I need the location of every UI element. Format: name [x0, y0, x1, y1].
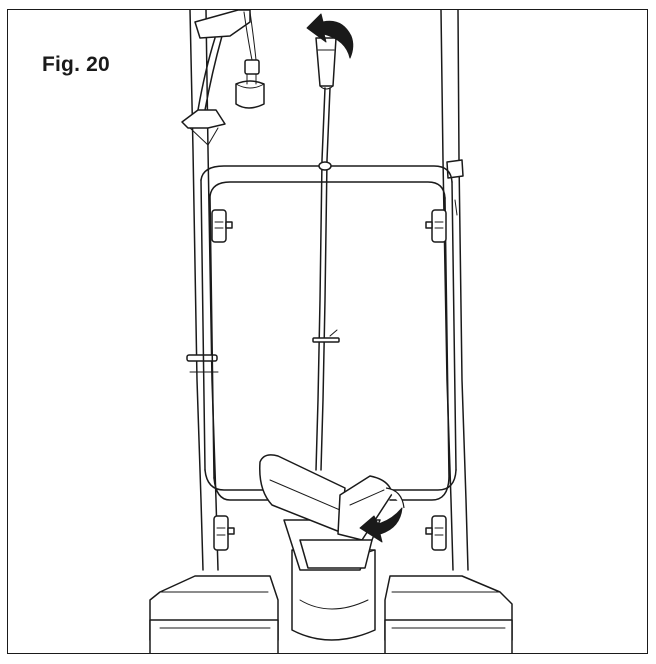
upper-cross-frame — [200, 165, 457, 479]
chute-rotation-arrow-icon — [359, 487, 405, 543]
power-cord — [181, 10, 251, 146]
chute-control-rod — [312, 87, 340, 471]
cord-retainer — [181, 109, 226, 129]
discharge-chute — [259, 454, 393, 641]
left-upper-knob — [211, 209, 233, 243]
chute-crank-handle — [315, 37, 337, 90]
top-rotation-arrow-icon — [306, 13, 354, 59]
lower-cross-frame — [204, 469, 457, 501]
right-handle-rail — [440, 10, 469, 571]
switch-box — [194, 10, 251, 39]
figure-label: Fig. 20 — [42, 53, 110, 76]
snow-thrower-housing — [149, 575, 513, 653]
left-cord-clip — [186, 354, 218, 362]
left-lower-knob — [213, 515, 235, 551]
right-lower-knob — [425, 515, 447, 551]
extension-plug — [235, 11, 265, 109]
right-upper-knob — [425, 209, 447, 243]
